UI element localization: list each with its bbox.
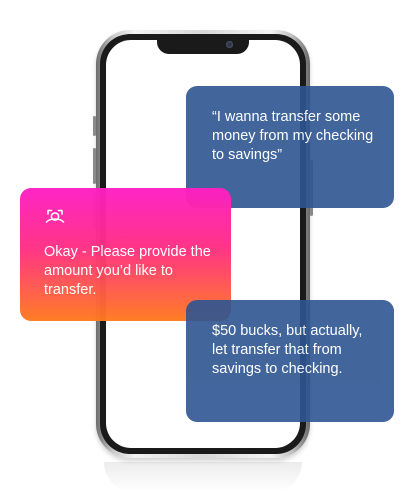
- user-message-2-text: $50 bucks, but actually, let transfer th…: [212, 323, 363, 377]
- volume-up-button: [93, 148, 96, 184]
- phone-notch: [157, 34, 249, 54]
- camera-icon: [226, 41, 233, 48]
- user-message-card-1: “I wanna transfer some money from my che…: [186, 86, 394, 208]
- user-message-1-text: “I wanna transfer some money from my che…: [212, 109, 374, 163]
- user-message-card-2: $50 bucks, but actually, let transfer th…: [186, 300, 394, 422]
- assistant-message-text: Okay - Please provide the amount you’d l…: [44, 244, 211, 298]
- mute-switch: [93, 116, 96, 136]
- assistant-face-scan-icon: [45, 209, 65, 223]
- phone-reflection: [104, 462, 302, 492]
- assistant-message-card: Okay - Please provide the amount you’d l…: [20, 188, 231, 321]
